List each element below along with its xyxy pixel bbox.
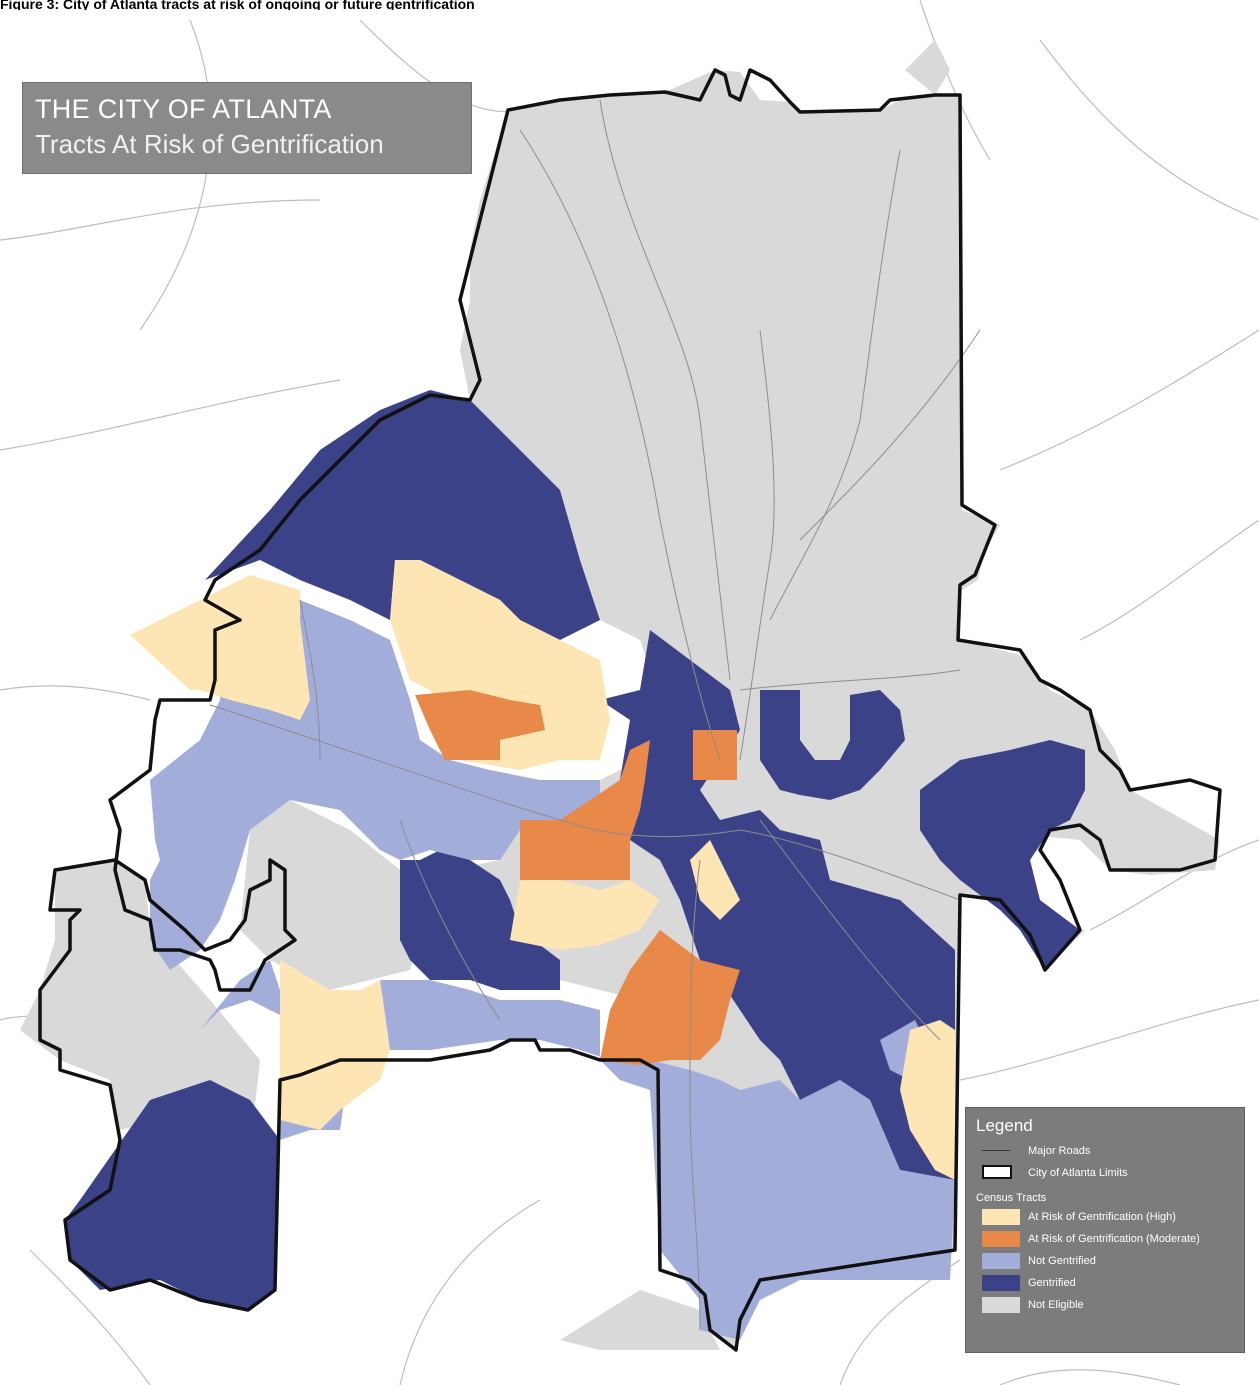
city-boundary (38, 68, 1222, 1352)
legend-item-major-roads: Major Roads (976, 1140, 1234, 1162)
city-roads (209, 99, 981, 1331)
legend-item-not-eligible: Not Eligible (976, 1294, 1234, 1316)
moderate-risk-swatch-icon (976, 1228, 1020, 1250)
tract-not-eligible-north (420, 70, 1220, 1350)
legend: Legend Major Roads City of Atlanta Limit… (965, 1107, 1245, 1353)
legend-section-title: Census Tracts (976, 1192, 1047, 1204)
tract-moderate-risk-east (693, 730, 737, 780)
tract-gentrified-east (920, 740, 1085, 970)
road-line-icon (976, 1140, 1020, 1162)
tract-high-risk-northwest (130, 575, 310, 720)
legend-item-gentrified: Gentrified (976, 1272, 1234, 1294)
legend-item-city-limits: City of Atlanta Limits (976, 1162, 1234, 1184)
gentrified-swatch-icon (976, 1272, 1020, 1294)
tract-moderate-risk-center (520, 740, 650, 880)
tract-moderate-risk-north (415, 690, 545, 760)
legend-item-high-risk: At Risk of Gentrification (High) (976, 1206, 1234, 1228)
tract-gentrified-central (600, 630, 955, 1180)
tract-gentrified-northwest (205, 390, 600, 640)
boundary-box-icon (976, 1162, 1020, 1184)
legend-label: Not Gentrified (1028, 1255, 1096, 1267)
high-risk-swatch-icon (976, 1206, 1020, 1228)
legend-label: Not Eligible (1028, 1299, 1084, 1311)
not-eligible-swatch-icon (976, 1294, 1020, 1316)
tract-high-risk-east (900, 1020, 955, 1180)
legend-label: Gentrified (1028, 1277, 1076, 1289)
tract-moderate-risk-south (600, 930, 740, 1065)
tract-gentrified-west (400, 850, 560, 990)
tract-gentrified-southwest (65, 1080, 280, 1310)
legend-item-not-gentrified: Not Gentrified (976, 1250, 1234, 1272)
tract-gentrified-u-shape (760, 690, 905, 800)
tract-not-eligible-northeast (905, 40, 950, 95)
map-subtitle: Tracts At Risk of Gentrification (35, 129, 384, 159)
legend-item-moderate-risk: At Risk of Gentrification (Moderate) (976, 1228, 1234, 1250)
tract-high-risk-center-sliver (690, 840, 740, 920)
tract-not-gentrified-south-center (380, 980, 955, 1340)
tract-high-risk-north-center (390, 560, 610, 770)
tract-high-risk-southwest (280, 960, 390, 1130)
tract-not-eligible-west (20, 860, 260, 1150)
tract-not-eligible-south-1 (560, 1290, 720, 1350)
legend-label: At Risk of Gentrification (Moderate) (1028, 1233, 1200, 1245)
not-gentrified-swatch-icon (976, 1250, 1020, 1272)
legend-label: Major Roads (1028, 1145, 1091, 1157)
tract-not-eligible-center (240, 800, 430, 990)
map-title-box: THE CITY OF ATLANTA Tracts At Risk of Ge… (22, 82, 472, 174)
legend-label: City of Atlanta Limits (1028, 1167, 1128, 1179)
legend-label: At Risk of Gentrification (High) (1028, 1211, 1176, 1223)
figure-caption: Figure 3: City of Atlanta tracts at risk… (0, 0, 475, 10)
legend-title: Legend (976, 1116, 1033, 1135)
map-title: THE CITY OF ATLANTA (35, 94, 332, 124)
tract-high-risk-center-south (510, 880, 660, 950)
